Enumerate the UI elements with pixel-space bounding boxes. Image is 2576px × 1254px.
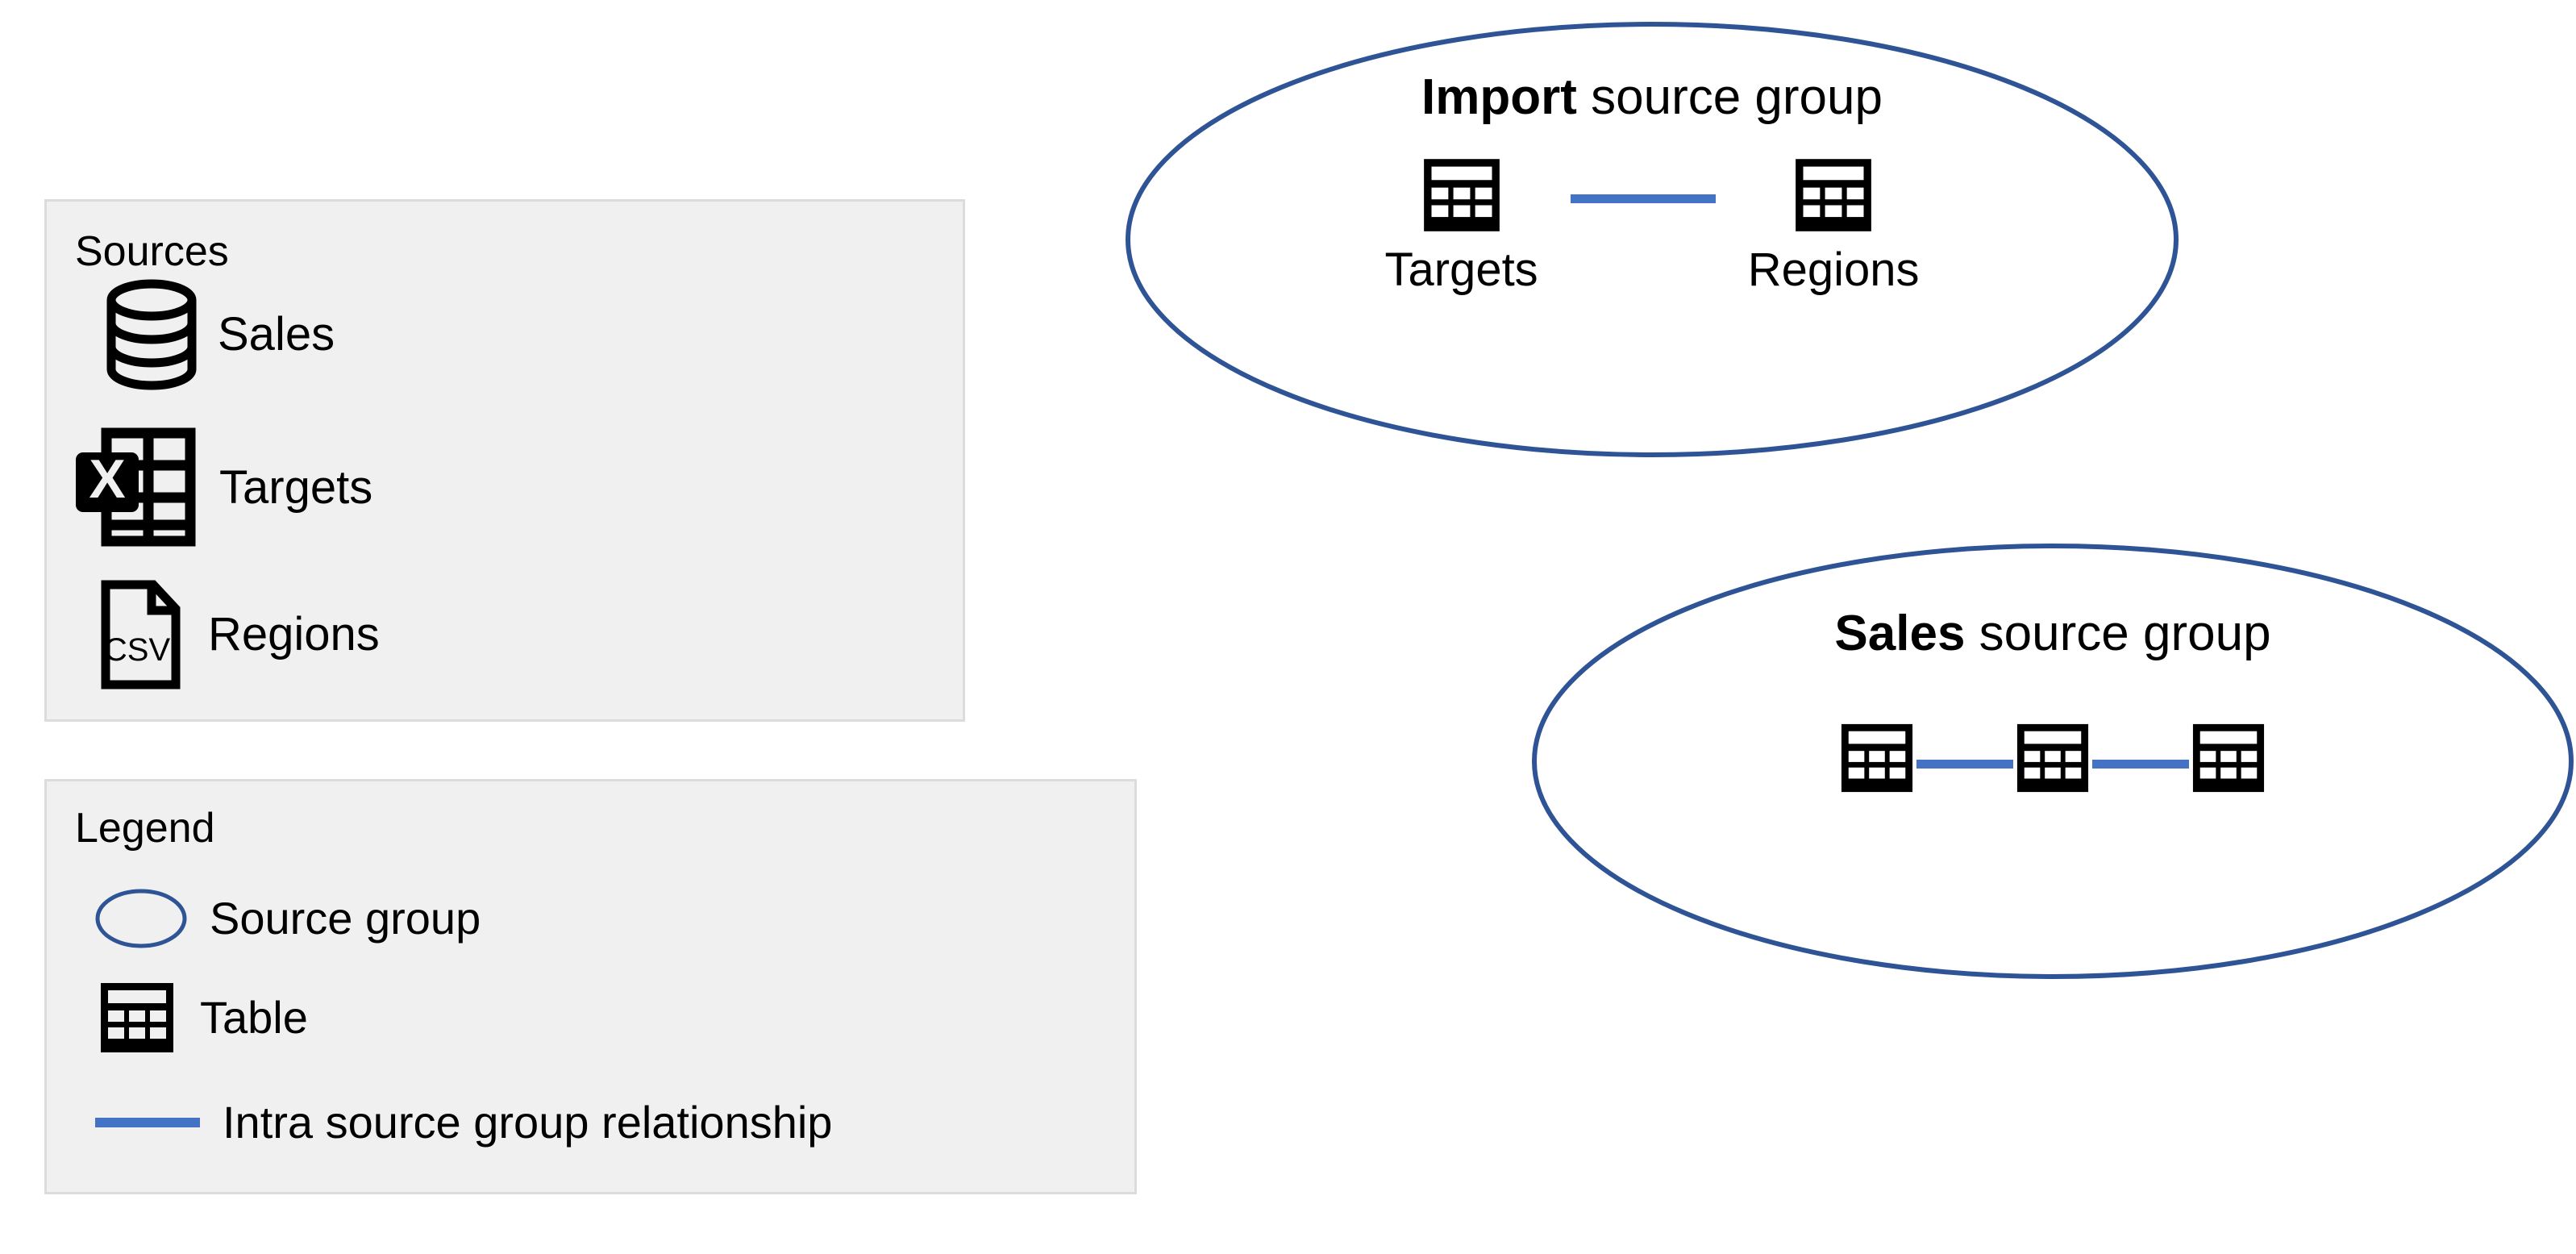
source-item-sales[interactable]: Sales xyxy=(103,274,335,395)
legend-panel-title: Legend xyxy=(75,805,215,852)
source-item-label: Targets xyxy=(219,461,373,514)
table-icon xyxy=(1419,155,1504,235)
group-title-strong: Sales xyxy=(1834,606,1966,661)
source-group-ellipse xyxy=(1532,544,2574,979)
group-title-strong: Import xyxy=(1421,69,1577,125)
import-source-group: Import source group Targets xyxy=(1124,20,2180,460)
table-node-regions[interactable]: Regions xyxy=(1748,155,1920,294)
sources-panel-title: Sources xyxy=(75,228,229,275)
legend-panel: Legend Source group Table I xyxy=(44,779,1137,1194)
legend-item-label: Intra source group relationship xyxy=(223,1097,833,1148)
table-node-2[interactable] xyxy=(2013,720,2092,807)
legend-item-label: Source group xyxy=(210,893,481,944)
table-icon xyxy=(2013,720,2092,796)
import-source-group-title: Import source group xyxy=(1124,73,2180,123)
source-item-label: Regions xyxy=(208,608,380,660)
source-item-targets[interactable]: X Targets xyxy=(65,419,372,556)
source-item-label: Sales xyxy=(218,308,335,360)
relationship-line xyxy=(1570,194,1716,203)
sales-source-group: Sales source group xyxy=(1531,542,2574,981)
group-title-rest: source group xyxy=(1965,606,2271,661)
legend-item-table: Table xyxy=(97,979,308,1056)
legend-item-relationship: Intra source group relationship xyxy=(95,1086,832,1159)
svg-text:X: X xyxy=(89,448,125,510)
legend-item-source-group: Source group xyxy=(94,880,481,957)
sources-panel: Sources Sales X xyxy=(44,199,965,722)
legend-item-label: Table xyxy=(200,992,308,1043)
blue-line-swatch xyxy=(95,1118,200,1127)
table-node-label: Targets xyxy=(1384,244,1538,296)
sales-source-group-title: Sales source group xyxy=(1531,609,2574,659)
group-title-rest: source group xyxy=(1576,69,1883,125)
source-group-ellipse xyxy=(1126,22,2179,457)
csv-file-icon: CSV xyxy=(95,578,190,691)
table-node-3[interactable] xyxy=(2189,720,2268,807)
table-node-label: Regions xyxy=(1747,244,1920,296)
ellipse-outline-icon xyxy=(94,887,189,950)
table-icon xyxy=(2189,720,2268,796)
table-icon xyxy=(1837,720,1916,796)
excel-spreadsheet-icon: X xyxy=(65,419,202,556)
relationship-line xyxy=(1916,759,2013,769)
table-icon xyxy=(1791,155,1876,235)
table-node-targets[interactable]: Targets xyxy=(1384,155,1538,294)
database-icon xyxy=(103,278,200,391)
relationship-line xyxy=(2092,759,2189,769)
table-icon xyxy=(97,979,177,1056)
csv-icon-text: CSV xyxy=(104,632,171,668)
table-node-1[interactable] xyxy=(1837,720,1916,807)
source-item-regions[interactable]: CSV Regions xyxy=(95,574,380,695)
